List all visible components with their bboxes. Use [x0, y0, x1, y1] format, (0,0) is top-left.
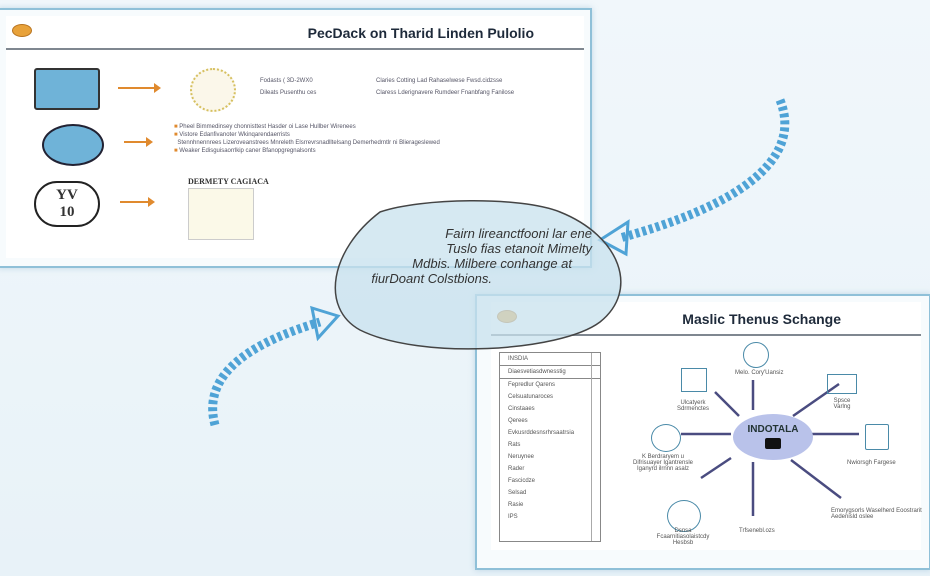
arrow-icon [120, 197, 155, 207]
list-subheader: Diaesvetiasdwnesstig [500, 366, 600, 379]
list-item[interactable]: IPS [508, 514, 518, 520]
node-top-left: Ulcatyerk Sdrmenctes [676, 400, 709, 412]
row1-text: Fodasts ( 3D-2WX0 [260, 78, 313, 84]
arrowhead [310, 305, 341, 342]
bullet-item: ■ Vistore Edanfivanoter Wkinqarendaerris… [174, 132, 290, 138]
list-header: INSDIA [500, 353, 600, 366]
bubble-line: Fairn lireanctfooni lar ene [445, 226, 592, 241]
bubble-line: fiurDoant Colstbions. [371, 271, 492, 286]
list-item[interactable]: Rasie [508, 502, 524, 508]
list-item[interactable]: Fascicdze [508, 478, 536, 484]
node-left: K Berdraryem u Difrisuayer Igantrensle I… [632, 454, 694, 472]
feedback-panel: PecDack on Tharid Linden Pulolio Fodasts… [0, 8, 592, 268]
bullet-item: ■ Weaker Edisguisaorrlkip caner Bfanopgr… [174, 148, 316, 154]
bubble-line: Tuslo fias etanoit Mimelty [446, 241, 592, 256]
panel-title: Maslic Thenus Schange [682, 311, 841, 327]
briefcase-icon [765, 438, 781, 449]
node-bottom: Trfsenebl.ozs [739, 528, 775, 534]
logo-icon [12, 24, 32, 37]
hub-node[interactable]: INDOTALA [733, 414, 813, 460]
legend-item: Emorygsorls Waselherd Eoostrarit [831, 508, 922, 514]
cloud-line1: YV [56, 187, 78, 203]
document-image [188, 188, 254, 240]
certificate-image [190, 68, 236, 112]
node-right: Nwiorsgh Fargese [847, 460, 896, 466]
node-top-right: Spsce Varlng [833, 398, 851, 410]
panel-title: PecDack on Tharid Linden Pulolio [307, 25, 534, 41]
list-item[interactable]: Neruynee [508, 454, 535, 460]
row1-text: Dileats Pusenthu ces [260, 90, 317, 96]
node-bottom-left: Dsnsa Fcaarnitiasolaistcdy Hesbsb [656, 528, 710, 546]
bubble-text: Fairn lireanctfooni lar ene Tuslo fias e… [352, 226, 592, 286]
arrow-icon [124, 137, 153, 147]
bullet-item: ■ Pheel Bimmedinsey chonnisttest Hasder … [174, 124, 356, 130]
node-top: Melo. Cory'Uansiz [735, 370, 784, 376]
tablet-icon [865, 424, 889, 450]
bubble-line: Mdbis. Milbere conhange at [412, 256, 572, 271]
list-item[interactable]: Evkusrddesnsrhrsaatrsia [508, 430, 575, 436]
tools-icon [667, 500, 701, 532]
hub-spokes [681, 380, 859, 516]
form-icon [827, 374, 857, 394]
brain-icon [651, 424, 681, 452]
node-bottom-right: Emorygsorls Waselherd Eoostrarit Aedenis… [831, 508, 922, 520]
list-item[interactable]: Cinstaaes [508, 406, 535, 412]
cloud-icon: YV 10 [34, 181, 100, 227]
map-image [34, 68, 100, 110]
list-item[interactable]: Fepredlur Qarens [508, 382, 556, 388]
document-label: DERMETY CAGIACA [188, 177, 269, 186]
bullet-item: Stennhnennrees Lizeroveanstrees Mnreleth… [177, 140, 440, 146]
list-item[interactable]: Rats [508, 442, 521, 448]
scrollbar[interactable] [591, 353, 600, 541]
database-icon [681, 368, 707, 392]
list-item[interactable]: Celsuatunaroces [508, 394, 554, 400]
schema-panel: Maslic Thenus Schange INSDIA Diaesvetias… [475, 294, 930, 570]
panel-header: PecDack on Tharid Linden Pulolio [6, 16, 584, 50]
row1-text: Claries Cotting Lad Rahaselwese Fwsd.cid… [376, 78, 503, 84]
list-item[interactable]: Selsad [508, 490, 527, 496]
globe-icon [743, 342, 769, 368]
arrow-icon [118, 83, 161, 93]
side-list[interactable]: INSDIA Diaesvetiasdwnesstig Fepredlur Qa… [499, 352, 601, 542]
legend-item: Aedenisld oslee [831, 514, 874, 520]
list-item[interactable]: Rader [508, 466, 525, 472]
list-item[interactable]: Qerees [508, 418, 528, 424]
curved-arrow-top-right [618, 98, 790, 243]
hub-label: INDOTALA [747, 424, 799, 435]
curved-arrow-bottom-left [208, 317, 322, 427]
cloud-line2: 10 [59, 204, 75, 220]
row1-text: Claress Lderignavere Rumdeer Fnanbfang F… [376, 90, 515, 96]
location-badge [42, 124, 104, 166]
